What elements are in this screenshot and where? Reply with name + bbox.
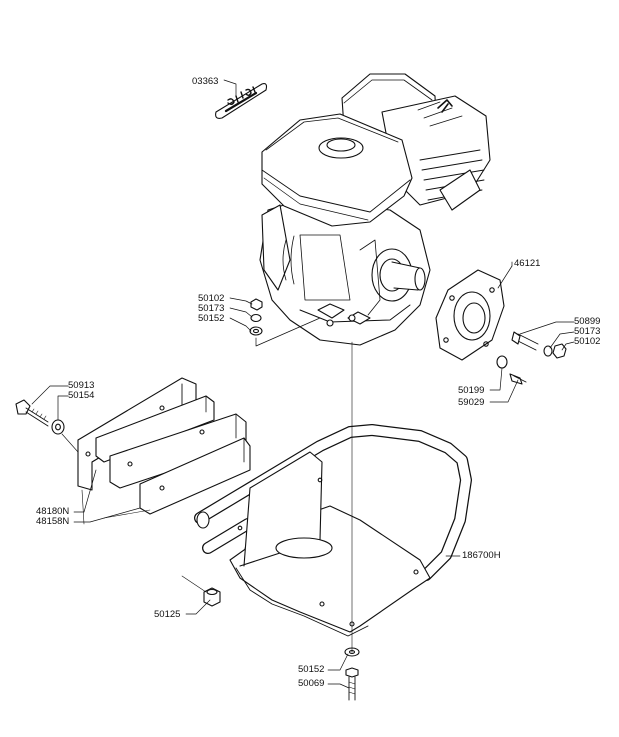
part-label-50102-adapter: 50102 — [574, 336, 601, 347]
part-label-03363: 03363 — [192, 76, 219, 87]
part-label-50154: 50154 — [68, 390, 95, 401]
adapter-fasteners — [496, 331, 567, 385]
adapter-plate — [435, 265, 513, 361]
bottom-bolt — [344, 647, 360, 701]
part-label-50173-adapter: 50173 — [574, 326, 601, 337]
part-label-50069: 50069 — [298, 678, 325, 689]
spacer-stack — [77, 377, 251, 515]
part-label-48180N: 48180N — [36, 506, 70, 517]
part-label-50125: 50125 — [154, 609, 181, 620]
part-label-186700H: 186700H — [462, 550, 501, 561]
spacer-bolt — [15, 399, 65, 435]
part-label-59029: 59029 — [458, 397, 485, 408]
part-label-50102-engine: 50102 — [198, 293, 225, 304]
part-label-50199: 50199 — [458, 385, 485, 396]
engine-assembly — [259, 73, 491, 346]
assembly-lines — [61, 341, 353, 653]
part-label-50152-bottom: 50152 — [298, 664, 325, 675]
engine-mount-fasteners — [249, 298, 321, 347]
frame-nut — [203, 587, 221, 607]
part-label-50899: 50899 — [574, 316, 601, 327]
logo-decal — [215, 83, 268, 119]
part-label-48158N: 48158N — [36, 516, 70, 527]
base-plate — [229, 451, 431, 637]
part-label-50152-engine: 50152 — [198, 313, 225, 324]
part-label-50913: 50913 — [68, 380, 95, 391]
part-label-46121: 46121 — [514, 258, 541, 269]
part-label-50173-engine: 50173 — [198, 303, 225, 314]
leader-lines — [31, 79, 575, 689]
